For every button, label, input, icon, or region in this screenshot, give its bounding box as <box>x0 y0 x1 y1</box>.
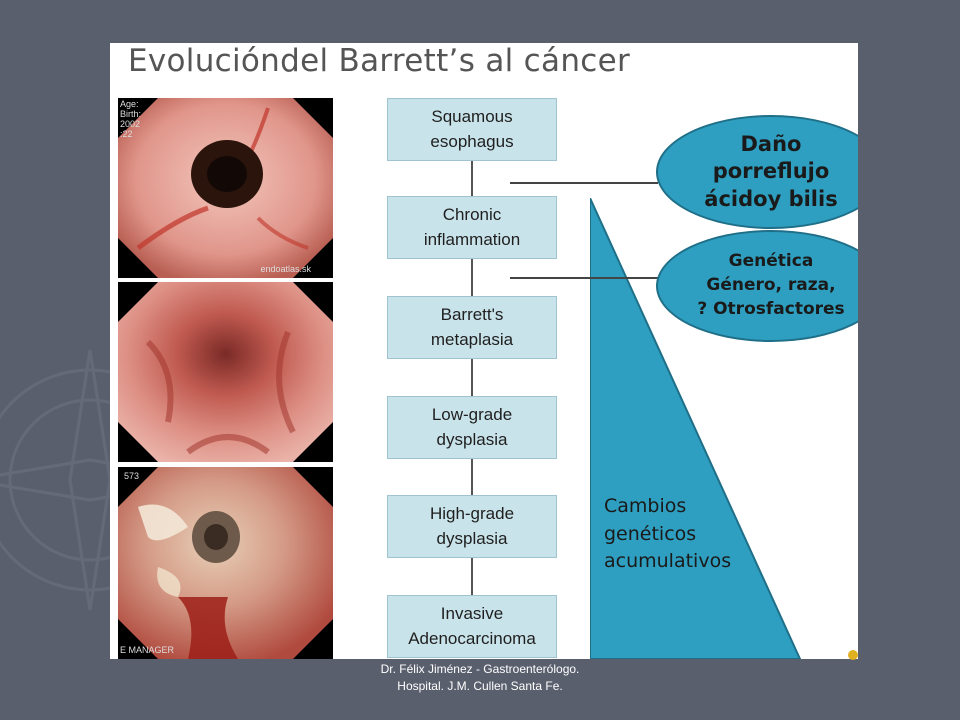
slide-panel: Evoluciónd​el Barrett’s al cáncer Age: B… <box>110 43 858 659</box>
footer-credit: Dr. Félix Jiménez - Gastroenterólogo. Ho… <box>0 661 960 696</box>
connector-line <box>471 259 473 296</box>
stage-low-grade-dysplasia: Low-grade dysplasia <box>387 396 557 459</box>
connector-line <box>471 459 473 495</box>
footer-line-hospital: Hospital. J.M. Cullen Santa Fe. <box>397 679 563 694</box>
photo-watermark: E MANAGER <box>120 645 175 655</box>
leader-line <box>510 277 658 279</box>
slide-title: Evoluciónd​el Barrett’s al cáncer <box>128 43 631 79</box>
oval-genetic-factors: Genética Género, raza, ? Otrosfactores <box>656 230 858 342</box>
stage-high-grade-dysplasia: High-grade dysplasia <box>387 495 557 558</box>
oval-acid-reflux-damage: Daño porreflujo ácidoy bilis <box>656 115 858 229</box>
leader-line <box>510 182 658 184</box>
stage-squamous-esophagus: Squamous esophagus <box>387 98 557 161</box>
connector-line <box>471 161 473 196</box>
endoscopy-photo-barretts <box>118 282 333 462</box>
sun-icon <box>848 650 858 660</box>
photo-corner-text: Age: Birth: 2002 :22 <box>120 99 142 139</box>
photo-watermark: endoatlas.sk <box>260 264 311 274</box>
stage-barretts-metaplasia: Barrett's metaplasia <box>387 296 557 359</box>
stage-invasive-adenocarcinoma: Invasive Adenocarcinoma <box>387 595 557 658</box>
endoscopy-photo-adenocarcinoma: 573 E MANAGER <box>118 467 333 659</box>
wedge-label: Cambios genéticos acumulativos <box>604 495 732 573</box>
connector-line <box>471 558 473 595</box>
footer-line-author: Dr. Félix Jiménez - Gastroenterólogo. <box>380 662 580 676</box>
photo-corner-text: 573 <box>124 471 140 481</box>
cumulative-genetic-changes-wedge <box>590 198 802 659</box>
stage-chronic-inflammation: Chronic inflammation <box>387 196 557 259</box>
connector-line <box>471 359 473 396</box>
endoscopy-photo-normal: Age: Birth: 2002 :22 endoatlas.sk <box>118 98 333 278</box>
